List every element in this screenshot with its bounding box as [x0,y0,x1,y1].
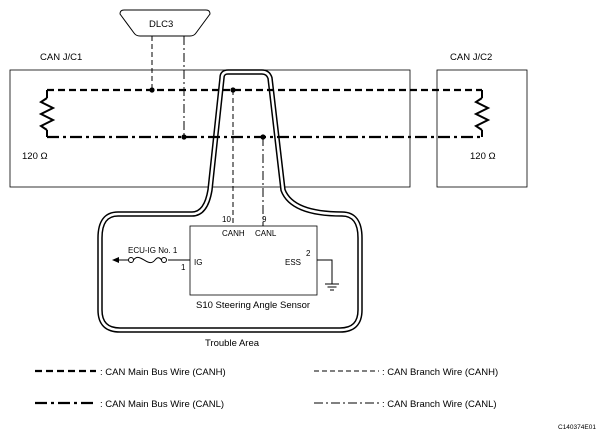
resistor-left-icon [38,97,56,131]
fuse-gap [128,255,168,265]
trouble-area-outline-inner [98,70,362,332]
junction-dot [230,87,236,93]
junction-dot [149,87,155,93]
resistor-right-icon [473,97,491,131]
legend-branch-canl: : CAN Branch Wire (CANL) [382,399,497,410]
dlc3-connector [119,9,211,37]
legend-main-canh: : CAN Main Bus Wire (CANH) [100,367,226,378]
can-jc2-box [436,69,528,188]
pin-canl-number: 9 [262,215,267,224]
dlc3-label: DLC3 [149,19,173,30]
ess-wire [317,259,333,284]
fuse-terminal [161,257,167,263]
junction-dot [260,134,266,140]
pin-canh-number: 10 [222,215,231,224]
pin-ess-label: ESS [285,258,301,267]
pin-ig-label: IG [194,258,202,267]
can-jc1-label: CAN J/C1 [40,52,82,63]
can-jc2-label: CAN J/C2 [450,52,492,63]
pin-canl-label: CANL [255,229,277,238]
legend-main-canl: : CAN Main Bus Wire (CANL) [100,399,224,410]
pin-ig-number: 1 [181,263,186,272]
fuse-icon [133,256,162,264]
junction-dot [181,134,187,140]
arrow-left-icon [112,257,119,263]
resistor-right-label: 120 Ω [470,151,496,162]
resistor-left-label: 120 Ω [22,151,48,162]
trouble-area-label: Trouble Area [205,338,260,349]
figure-id: C140374E01 [558,424,596,431]
sensor-label: S10 Steering Angle Sensor [196,300,310,311]
steering-angle-sensor-box [189,225,318,296]
pin-canh-label: CANH [222,229,245,238]
ecu-ig-label: ECU-IG No. 1 [128,246,178,255]
fuse-terminal [128,257,134,263]
pin-ess-number: 2 [306,249,311,258]
legend-branch-canh: : CAN Branch Wire (CANH) [382,367,498,378]
